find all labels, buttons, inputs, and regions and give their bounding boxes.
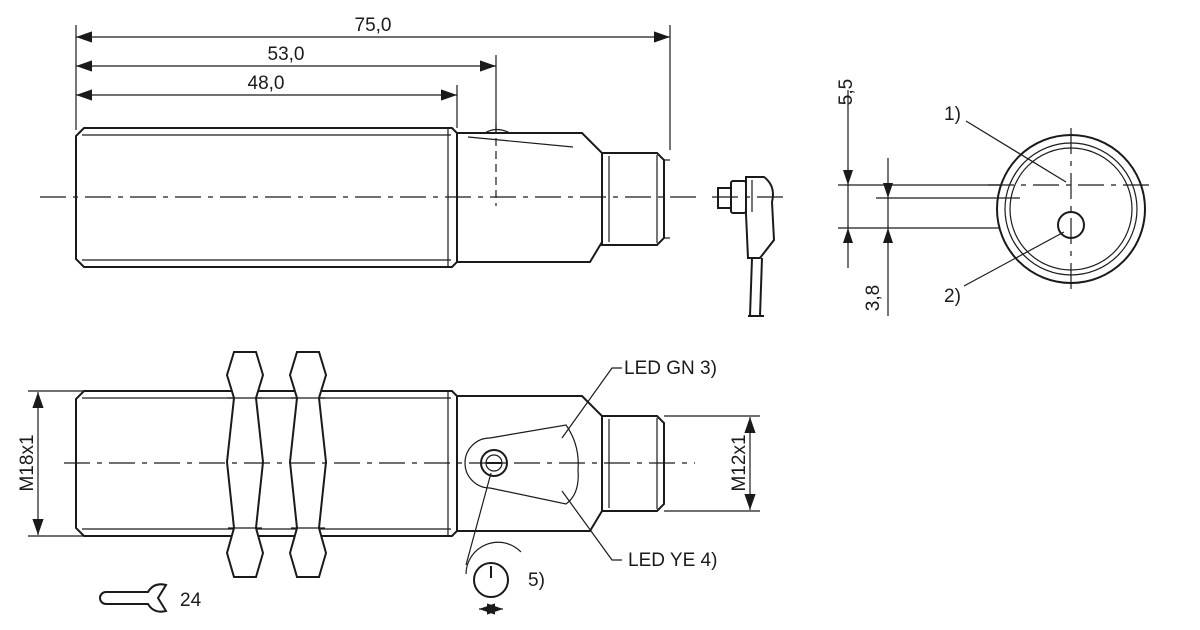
connector-top: [601, 415, 665, 512]
angled-cable-connector: [712, 176, 790, 317]
thread-length-label: 48,0: [248, 73, 285, 94]
led-green-label: LED GN 3): [624, 358, 717, 379]
main-thread-label: M18x1: [17, 434, 38, 491]
overall-length-label: 75,0: [355, 15, 392, 36]
offset-upper-label: 5,5: [836, 79, 857, 105]
hex-nut-left: [225, 351, 265, 578]
connector-body: [745, 176, 776, 259]
led-window: [489, 424, 579, 505]
side-view: 75,0 53,0 48,0: [40, 15, 700, 268]
connector-thread-label: M12x1: [729, 434, 750, 491]
hex-nut-right: [288, 351, 328, 578]
wrench-icon: [99, 583, 168, 613]
rotation-arc: [465, 541, 522, 575]
callout-note-2: 2): [944, 286, 961, 307]
offset-lower-label: 3,8: [863, 285, 884, 311]
callout-note-5: 5): [528, 570, 545, 591]
front-view: 5,5 3,8 1) 2): [836, 79, 1155, 316]
top-view: M18x1 M12x1: [17, 351, 760, 615]
led-yellow-label: LED YE 4): [628, 550, 717, 571]
rotation-knob-icon: [473, 562, 509, 598]
wrench-size-label: 24: [180, 590, 202, 611]
connector-m12: [601, 152, 665, 246]
adjuster-length-label: 53,0: [268, 44, 305, 65]
callout-note-1: 1): [944, 104, 961, 125]
